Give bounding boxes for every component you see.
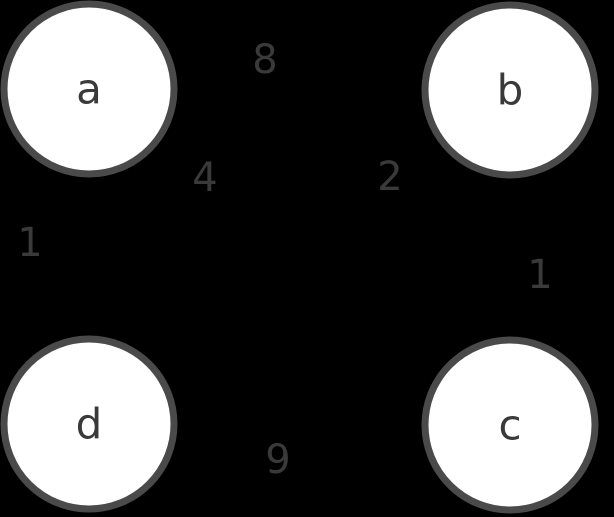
edge-arrowhead-d-c [409, 417, 427, 433]
edge-layer [81, 82, 518, 433]
node-d-circle[interactable] [0, 335, 178, 513]
edge-label-layer: 8 4 2 1 1 9 [17, 37, 552, 483]
node-a-circle[interactable] [0, 0, 178, 178]
edge-arrowhead-a-d [81, 172, 97, 190]
edge-a-d [81, 172, 97, 339]
node-c[interactable]: c [421, 336, 599, 514]
edge-weight-a-b: 8 [252, 37, 277, 83]
edge-d-c [173, 417, 427, 433]
edge-b-c [502, 175, 518, 342]
node-d-label: d [76, 400, 103, 449]
edge-weight-b-c: 1 [527, 252, 552, 298]
node-a[interactable]: a [0, 0, 178, 178]
node-c-label: c [498, 401, 521, 450]
edge-a-b [173, 82, 427, 98]
node-d[interactable]: d [0, 335, 178, 513]
node-b-label: b [497, 66, 524, 115]
edge-arrowhead-b-c [502, 324, 518, 342]
edge-weight-b-d: 2 [377, 154, 402, 200]
node-b[interactable]: b [421, 1, 599, 179]
edge-line-b-d [147, 147, 452, 367]
edge-arrowhead-a-b [409, 82, 427, 98]
node-b-circle[interactable] [421, 1, 599, 179]
node-a-label: a [76, 65, 102, 114]
node-layer: a b c d [0, 0, 599, 514]
edge-weight-d-c: 9 [265, 437, 290, 483]
edge-weight-a-c: 4 [192, 155, 217, 201]
edge-line-d-c [173, 421, 426, 428]
edge-weight-a-d: 1 [17, 220, 42, 266]
edge-line-a-b [173, 86, 426, 93]
node-c-circle[interactable] [421, 336, 599, 514]
